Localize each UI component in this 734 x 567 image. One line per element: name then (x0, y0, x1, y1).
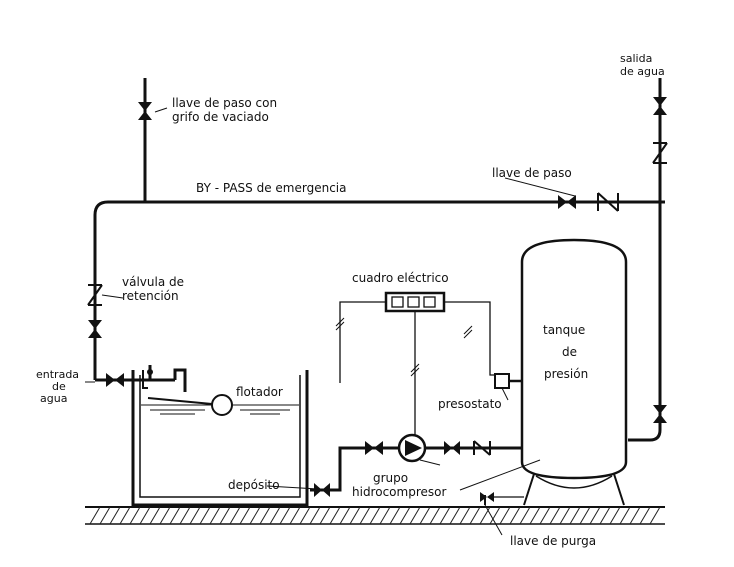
label-deposito: depósito (228, 478, 280, 492)
label-presostato: presostato (438, 397, 502, 411)
label-grupo-2: hidrocompresor (352, 485, 446, 499)
label-salida-1: salida (620, 52, 652, 65)
label-entrada-2: de (52, 380, 66, 393)
pump-line (310, 433, 522, 497)
ground (85, 506, 665, 525)
tanque-de-presion (520, 238, 628, 506)
label-tanque-2: de (562, 345, 577, 359)
label-grupo-1: grupo (373, 471, 408, 485)
label-llave-purga: llave de purga (510, 534, 596, 548)
label-tanque-3: presión (544, 367, 588, 381)
label-entrada-1: entrada (36, 368, 79, 381)
leader-lines (85, 107, 576, 536)
cuadro-electrico-box (335, 291, 495, 435)
llave-de-paso-valve (558, 192, 619, 212)
label-valvula-1: válvula de (122, 275, 184, 289)
outlet-pipe (628, 78, 668, 442)
label-bypass: BY - PASS de emergencia (196, 181, 346, 195)
label-tanque-1: tanque (543, 323, 585, 337)
llave-de-purga-valve (480, 492, 524, 505)
inlet-pipe (95, 365, 187, 392)
presostato (494, 373, 522, 389)
flotador-float (147, 394, 233, 416)
labels: salida de agua llave de paso con grifo d… (36, 52, 665, 548)
label-cuadro: cuadro eléctrico (352, 271, 449, 285)
label-salida-2: de agua (620, 65, 665, 78)
label-llave-grifo-2: grifo de vaciado (172, 110, 269, 124)
bypass-pipe (87, 78, 665, 380)
label-llave-grifo-1: llave de paso con (172, 96, 277, 110)
label-llave-de-paso: llave de paso (492, 166, 572, 180)
label-valvula-2: retención (122, 289, 179, 303)
label-flotador: flotador (236, 385, 283, 399)
label-entrada-3: agua (40, 392, 67, 405)
